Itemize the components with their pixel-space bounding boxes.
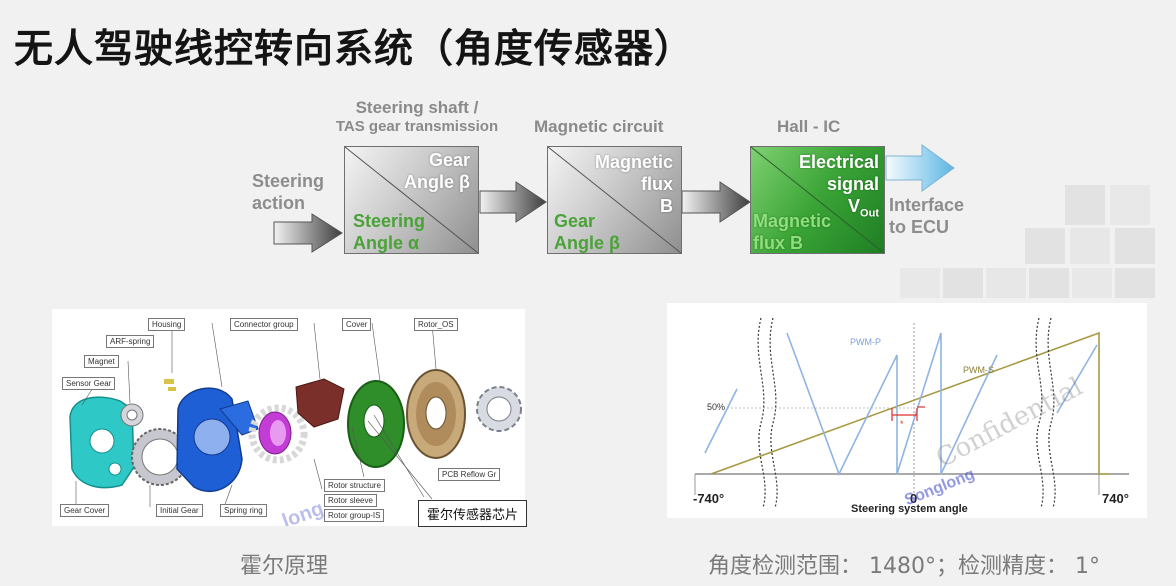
arrow-input (273, 213, 343, 253)
header-steering-shaft-line1: Steering shaft / (355, 98, 479, 117)
label-spring-ring: Spring ring (220, 504, 267, 517)
label-connector-group: Connector group (230, 318, 298, 331)
label-sensor-gear: Sensor Gear (62, 377, 116, 390)
label-magnet: Magnet (84, 355, 119, 368)
box1-input-line2: Angle α (353, 233, 420, 253)
header-magnetic-circuit: Magnetic circuit (534, 117, 664, 136)
box3-input-line1: Magnetic (753, 211, 832, 231)
box-hall-ic: Electrical signal VOut Magnetic flux B (750, 146, 885, 254)
arrow-output (885, 144, 955, 192)
axis-breaks (757, 317, 1056, 509)
label-rotor-os: Rotor_OS (414, 318, 458, 331)
x-label-right: 740° (1102, 491, 1129, 506)
box3-output-line3: VOut (799, 195, 879, 225)
box2-output-line3: B (660, 196, 673, 216)
caption-hall-principle: 霍尔原理 (240, 554, 329, 579)
arrow-2-3 (681, 181, 751, 223)
box-steering-shaft: Gear Angle β Steering Angle α (344, 146, 479, 254)
caption-detection-range: 角度检测范围： 1480°；检测精度： 1° (708, 554, 1100, 579)
box1-diagonal (345, 147, 478, 253)
x-axis-title: Steering system angle (851, 503, 968, 515)
waveform-plot: * (694, 317, 1129, 509)
pwm-s-line (710, 331, 1109, 475)
box2-input-label: Gear Angle β (554, 210, 620, 253)
header-steering-shaft-line2: TAS gear transmission (335, 118, 499, 135)
level-label: 50% (707, 402, 726, 412)
slide-title: 无人驾驶线控转向系统（角度传感器） (14, 27, 695, 72)
output-label-line1: Interface (889, 195, 965, 215)
header-hall-ic: Hall - IC (777, 117, 841, 136)
box3-input-label: Magnetic flux B (753, 210, 832, 253)
exploded-view-image: Housing Connector group Cover Rotor_OS A… (52, 309, 525, 526)
marker-star: * (900, 419, 904, 429)
exploded-view-drawing (69, 322, 522, 508)
box1-output-line1: Gear (428, 150, 470, 170)
input-label-line2: action (252, 193, 306, 213)
output-label: Interface to ECU (889, 194, 964, 238)
label-rotor-sleeve: Rotor sleeve (324, 494, 377, 507)
box3-input-line2: flux B (753, 233, 804, 253)
box2-input-line2: Angle β (554, 233, 620, 253)
x-label-mid: 0 (910, 491, 918, 506)
label-rotor-structure: Rotor structure (324, 479, 385, 492)
arrow-1-2 (479, 181, 547, 223)
header-steering-shaft: Steering shaft / TAS gear transmission (322, 98, 512, 135)
input-label: Steering action (252, 170, 324, 214)
hall-chip-callout: 霍尔传感器芯片 (418, 500, 528, 527)
label-cover: Cover (342, 318, 372, 331)
output-label-line2: to ECU (889, 217, 949, 237)
box3-output-line2: signal (826, 174, 879, 194)
box2-output-line1: Magnetic (594, 152, 673, 172)
label-initial-gear: Initial Gear (156, 504, 203, 517)
waveform-image: * PWM-P PWM-S 50% -740° 0 740° Steering … (667, 303, 1147, 518)
label-gear-cover: Gear Cover (60, 504, 110, 517)
box3-output-label: Electrical signal VOut (799, 151, 879, 225)
label-rotor-group-is: Rotor group-IS (324, 509, 385, 522)
label-arf-spring: ARF-spring (106, 335, 155, 348)
box2-output-line2: flux (640, 174, 673, 194)
input-label-line1: Steering (252, 171, 325, 191)
box2-output-label: Magnetic flux B (595, 151, 673, 217)
offset-marker (891, 406, 925, 421)
box2-diagonal (548, 147, 681, 253)
label-housing: Housing (148, 318, 186, 331)
box3-output-v: V (848, 196, 861, 216)
box3-diagonal (751, 147, 884, 253)
box1-output-line2: Angle β (404, 172, 470, 192)
label-pcb: PCB Reflow Gr (438, 468, 501, 481)
box1-input-line1: Steering (353, 211, 426, 231)
x-label-left: -740° (693, 491, 725, 506)
pwm-p-line (704, 332, 1098, 477)
box3-output-line1: Electrical (798, 152, 879, 172)
box-magnetic-circuit: Magnetic flux B Gear Angle β (547, 146, 682, 254)
box1-input-label: Steering Angle α (353, 210, 426, 253)
pwm-p-label: PWM-P (850, 337, 881, 347)
pwm-s-label: PWM-S (963, 365, 994, 375)
box2-input-line1: Gear (554, 211, 596, 231)
box1-output-label: Gear Angle β (404, 149, 470, 193)
box3-output-sub: Out (860, 207, 879, 220)
